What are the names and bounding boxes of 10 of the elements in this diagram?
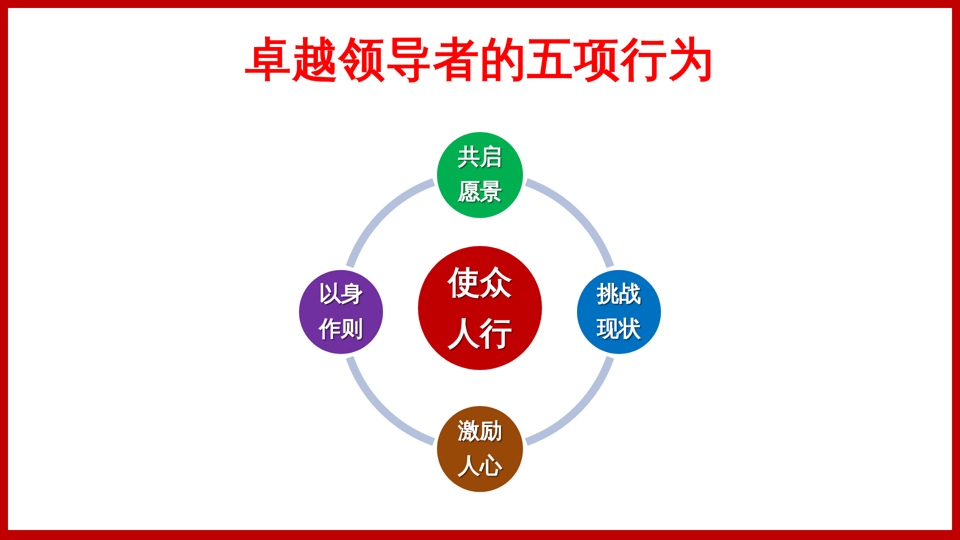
node-label: 激励人心 xyxy=(456,418,504,481)
ring-arc xyxy=(524,356,614,446)
ring-arc xyxy=(346,178,436,268)
title: 卓越领导者的五项行为 xyxy=(245,34,715,85)
node-label: 以身作则 xyxy=(318,280,364,344)
node-label: 使众人行 xyxy=(446,262,513,354)
node-label: 共启愿景 xyxy=(456,144,503,207)
ring-arc xyxy=(524,178,614,268)
ring-arc xyxy=(346,356,436,446)
node-label: 挑战现状 xyxy=(596,280,642,344)
